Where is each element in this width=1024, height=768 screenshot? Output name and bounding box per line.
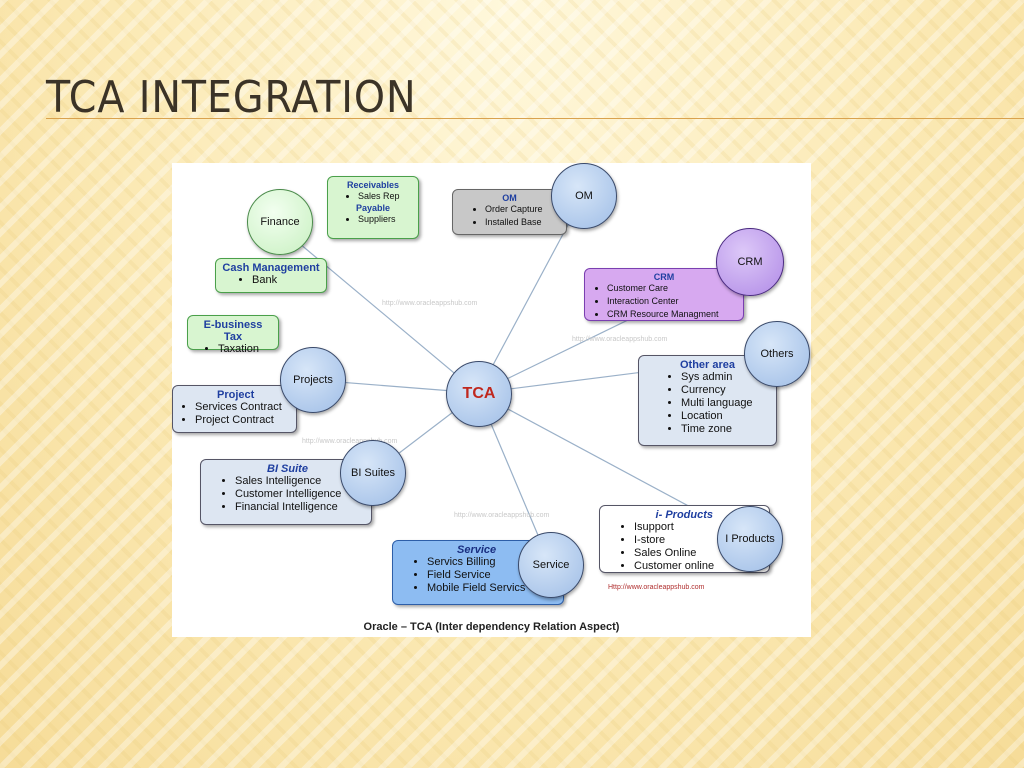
ebusiness-tax-box: E-business Tax Taxation	[187, 315, 279, 355]
list-item: Interaction Center	[607, 295, 737, 308]
project-heading: Project	[217, 389, 255, 401]
list-item: Customer Care	[607, 282, 737, 295]
other-area-heading: Other area	[679, 359, 736, 371]
bi-suites-node: BI Suites	[340, 440, 406, 506]
om-heading: OM	[502, 193, 517, 203]
list-item: Location	[681, 410, 770, 423]
crm-heading: CRM	[653, 272, 675, 282]
list-item: Sales Online	[634, 547, 763, 560]
list-item: Field Service	[427, 569, 557, 582]
list-item: Installed Base	[485, 216, 560, 229]
list-item: Financial Intelligence	[235, 501, 365, 514]
list-item: Servics Billing	[427, 556, 557, 569]
project-box: Project Services Contract Project Contra…	[172, 385, 297, 433]
receivables-box: Receivables Sales Rep Payable Suppliers	[327, 176, 419, 239]
watermark: http://www.oracleappshub.com	[302, 438, 398, 445]
list-item: Isupport	[634, 521, 763, 534]
list-item: Taxation	[218, 343, 272, 356]
om-node-label: OM	[575, 190, 593, 202]
projects-node: Projects	[280, 347, 346, 413]
tca-center-label: TCA	[462, 385, 496, 402]
list-item: Customer online	[634, 560, 763, 573]
om-box: OM Order Capture Installed Base	[452, 189, 567, 235]
list-item: Currency	[681, 384, 770, 397]
crm-box: CRM Customer Care Interaction Center CRM…	[584, 268, 744, 321]
cash-management-heading: Cash Management	[222, 262, 320, 274]
receivables-heading: Receivables	[346, 180, 400, 190]
list-item: Customer Intelligence	[235, 488, 365, 501]
payable-heading: Payable	[355, 203, 391, 213]
finance-node: Finance	[247, 189, 313, 255]
tca-diagram: http://www.oracleappshub.com http://www.…	[172, 163, 811, 637]
line-finance	[274, 222, 479, 394]
watermark: http://www.oracleappshub.com	[454, 512, 550, 519]
om-node: OM	[551, 163, 617, 229]
list-item: Time zone	[681, 423, 770, 436]
i-products-heading: i- Products	[655, 509, 713, 521]
service-node: Service	[518, 532, 584, 598]
list-item: Bank	[252, 274, 320, 287]
crm-node: CRM	[716, 228, 784, 296]
list-item: Multi language	[681, 397, 770, 410]
slide-title: TCA INTEGRATION	[46, 72, 417, 123]
list-item: Sales Intelligence	[235, 475, 365, 488]
crm-node-label: CRM	[737, 256, 763, 268]
i-products-node: I Products	[717, 506, 783, 572]
tca-center-node: TCA	[446, 361, 512, 427]
list-item: Services Contract	[195, 401, 290, 414]
projects-node-label: Projects	[293, 374, 333, 386]
list-item: Sys admin	[681, 371, 770, 384]
service-heading: Service	[457, 544, 497, 556]
bi-suites-node-label: BI Suites	[350, 467, 396, 479]
bi-suite-heading: BI Suite	[267, 463, 308, 475]
cash-management-box: Cash Management Bank	[215, 258, 327, 293]
others-node: Others	[744, 321, 810, 387]
list-item: Suppliers	[358, 213, 414, 226]
watermark: http://www.oracleappshub.com	[572, 336, 668, 343]
list-item: I-store	[634, 534, 763, 547]
list-item: CRM Resource Managment	[607, 308, 737, 321]
list-item: Order Capture	[485, 203, 560, 216]
i-products-node-label: I Products	[725, 533, 775, 545]
ebusiness-tax-heading: E-business Tax	[203, 319, 263, 343]
service-node-label: Service	[532, 559, 570, 571]
others-node-label: Others	[760, 348, 794, 360]
list-item: Project Contract	[195, 414, 290, 427]
title-underline	[46, 118, 1024, 119]
list-item: Sales Rep	[358, 190, 414, 203]
source-url: Http://www.oracleappshub.com	[608, 584, 705, 591]
list-item: Mobile Field Servics	[427, 582, 557, 595]
finance-node-label: Finance	[260, 216, 300, 228]
watermark: http://www.oracleappshub.com	[382, 300, 478, 307]
diagram-caption: Oracle – TCA (Inter dependency Relation …	[363, 621, 620, 633]
